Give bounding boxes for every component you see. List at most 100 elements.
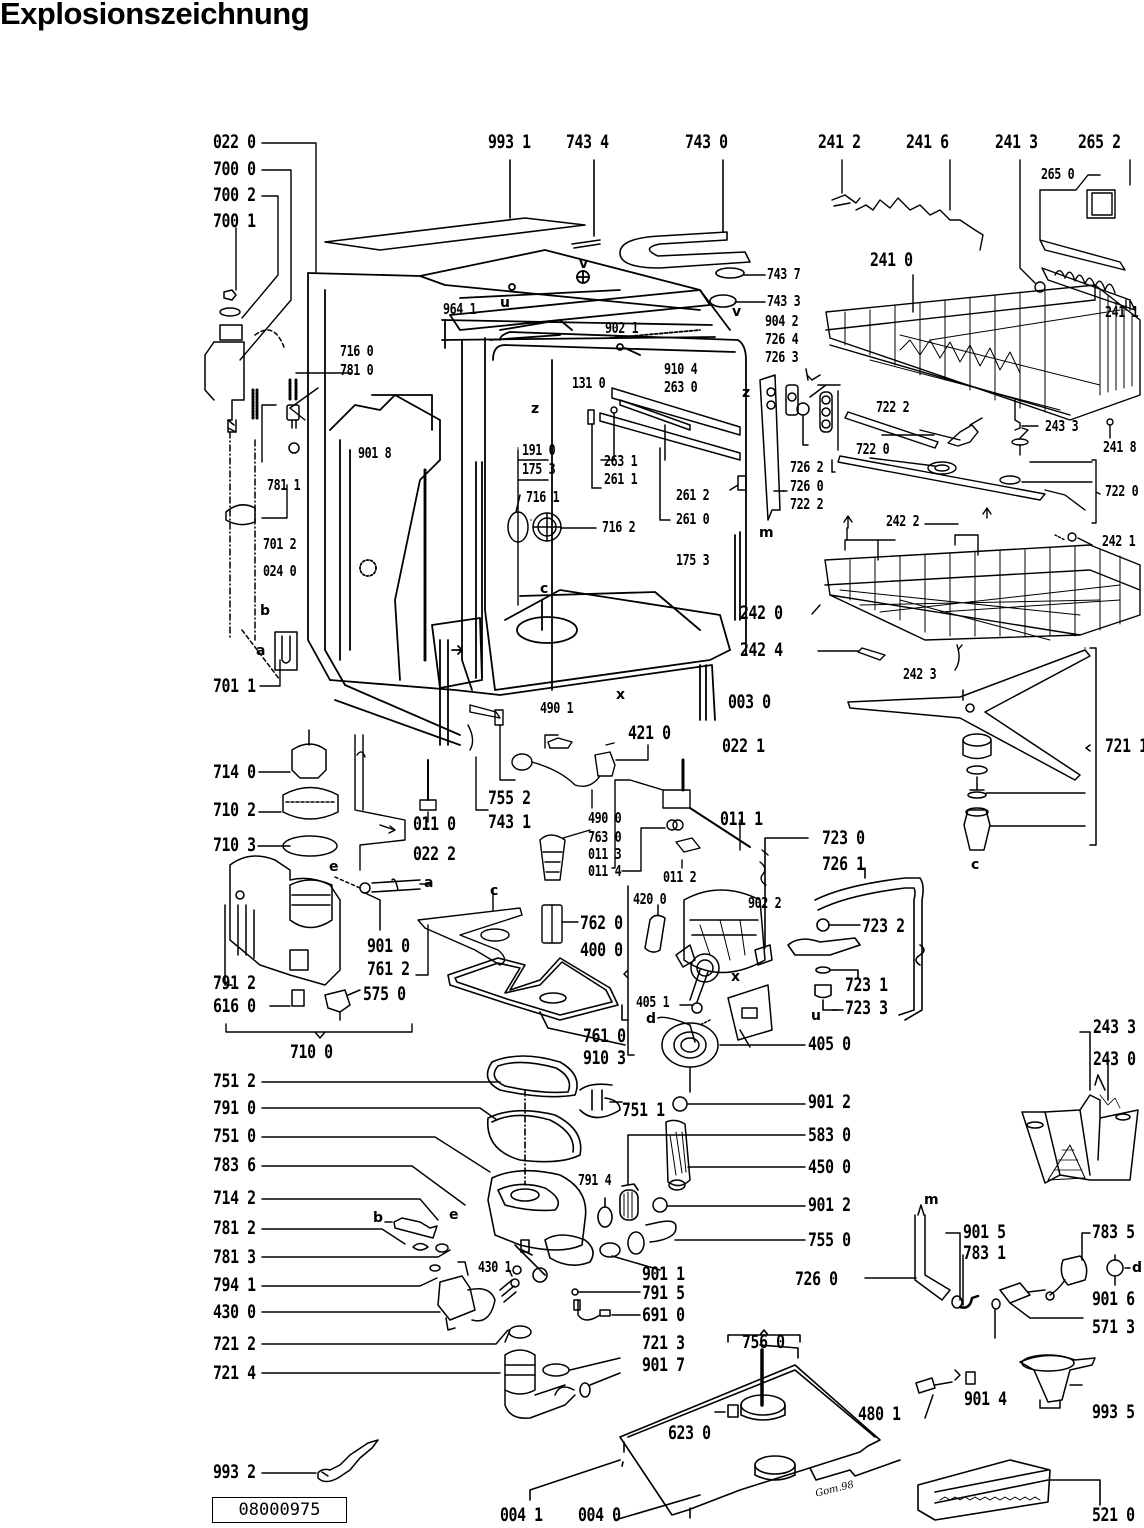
part-label: 521 0 [1092,1504,1135,1526]
part-label: 783 5 [1092,1221,1135,1243]
connector-letter: d [646,1011,657,1027]
part-label: 024 0 [263,562,297,580]
control-panel-part [917,1459,1101,1521]
part-label: 993 5 [1092,1401,1135,1423]
base-plate [529,1329,901,1521]
part-label: 751 0 [213,1125,256,1147]
part-label: 743 0 [685,131,728,153]
connector-letter: d [1132,1260,1143,1276]
part-label: 241 6 [906,131,949,153]
part-label: 241 0 [870,249,913,271]
part-label: 700 1 [213,210,256,232]
part-label: 405 1 [636,993,670,1011]
part-label: 901 7 [642,1354,685,1376]
filter-parts [539,829,591,944]
part-label: 241 2 [818,131,861,153]
part-label: 901 6 [1092,1288,1135,1310]
part-label: 003 0 [728,691,771,713]
sump-parts [486,1055,639,1283]
part-label: 722 2 [790,495,824,513]
part-label: 004 0 [578,1504,621,1526]
part-label: 901 8 [358,444,392,462]
connector-letter: x [731,969,741,985]
part-label: 175 3 [522,460,556,478]
part-label: 191 0 [522,441,556,459]
part-label: 993 1 [488,131,531,153]
lower-spray-arm [847,647,1097,851]
part-label: 400 0 [580,939,623,961]
part-label: 714 0 [213,761,256,783]
part-label: 261 1 [604,470,638,488]
part-label: 723 0 [822,827,865,849]
part-label: 791 5 [642,1282,685,1304]
part-label: 781 1 [267,476,301,494]
part-label: 242 4 [740,639,783,661]
part-label: 022 1 [722,735,765,757]
wrench-tool [317,1439,379,1483]
part-label: 265 2 [1078,131,1121,153]
part-label: 265 0 [1041,165,1075,183]
part-label: 902 2 [748,894,782,912]
part-label: 700 0 [213,158,256,180]
part-label: 901 0 [367,935,410,957]
part-label: 726 0 [790,477,824,495]
drain-pump [384,1217,520,1331]
part-label: 575 0 [363,983,406,1005]
part-label: 241 8 [1103,438,1137,456]
part-label: 901 4 [964,1388,1007,1410]
part-label: 901 5 [963,1221,1006,1243]
cutlery-basket [1021,1031,1139,1184]
part-label: 241 1 [1105,303,1139,321]
lower-basket [811,507,1141,671]
part-label: 901 2 [808,1194,851,1216]
part-label: 241 3 [995,131,1038,153]
part-label: 721 4 [213,1362,256,1384]
part-label: 901 1 [642,1263,685,1285]
part-label: 490 1 [540,699,574,717]
part-label: 910 4 [664,360,698,378]
document-number-box: 08000975 [212,1497,347,1523]
part-label: 716 2 [602,518,636,536]
connector-letter: a [424,875,434,891]
part-label: 726 3 [765,348,799,366]
part-label: 964 1 [443,300,477,318]
connector-letter: u [811,1008,821,1024]
part-label: 783 6 [213,1154,256,1176]
connector-letter: m [759,525,774,541]
part-label: 691 0 [642,1304,685,1326]
connector-letter: c [540,581,549,597]
part-label: 722 0 [856,440,890,458]
part-label: 571 3 [1092,1316,1135,1338]
part-label: 791 2 [213,972,256,994]
connector-letter: x [616,687,626,703]
part-label: 243 0 [1093,1048,1136,1070]
part-label: 022 2 [413,843,456,865]
part-label: 011 0 [413,813,456,835]
connector-letter: v [579,256,589,272]
part-label: 791 0 [213,1097,256,1119]
part-label: 783 1 [963,1242,1006,1264]
part-label: 011 3 [588,845,622,863]
connector-letter: b [260,603,271,619]
part-label: 910 3 [583,1047,626,1069]
part-label: 721 2 [213,1333,256,1355]
part-label: 794 1 [213,1274,256,1296]
leader-lines [225,142,509,1474]
part-label: 756 0 [742,1331,785,1353]
part-label: 761 2 [367,958,410,980]
part-label: 175 3 [676,551,710,569]
part-label: 420 0 [633,890,667,908]
part-label: 716 1 [526,488,560,506]
part-label: 743 1 [488,811,531,833]
part-label: 723 3 [845,997,888,1019]
part-label: 261 0 [676,510,710,528]
part-label: 263 1 [604,452,638,470]
part-label: 450 0 [808,1156,851,1178]
part-label: 701 2 [263,535,297,553]
upper-spray-arm [837,411,1101,524]
left-hinge-parts [204,289,300,681]
part-label: 781 2 [213,1217,256,1239]
connector-letter: m [924,1192,939,1208]
part-label: 722 0 [1105,482,1139,500]
